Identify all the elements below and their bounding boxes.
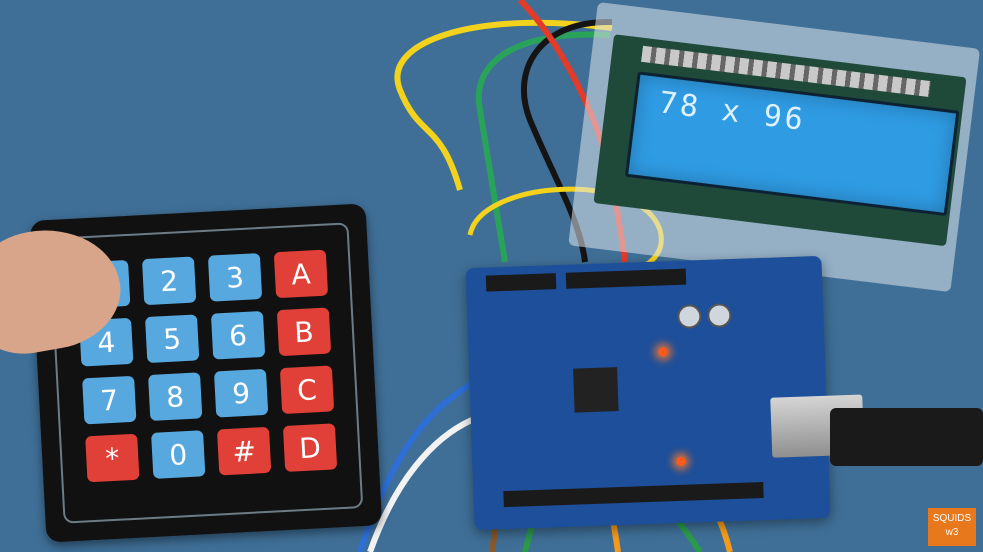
capacitor bbox=[676, 304, 702, 329]
watermark-line2: w3 bbox=[945, 527, 959, 538]
analog-header bbox=[485, 273, 557, 292]
lcd-board: 78 x 96 bbox=[593, 34, 967, 247]
keypad-key[interactable]: 5 bbox=[144, 314, 200, 364]
keypad-key[interactable]: D bbox=[282, 423, 338, 472]
keypad-key[interactable]: # bbox=[216, 426, 272, 476]
keypad-key[interactable]: 8 bbox=[148, 372, 203, 421]
keypad-key[interactable]: * bbox=[85, 433, 140, 483]
keypad-key[interactable]: 0 bbox=[151, 430, 206, 479]
keypad-key[interactable]: A bbox=[273, 249, 329, 299]
keypad-key[interactable]: C bbox=[279, 365, 335, 415]
watermark-line1: SQUIDS bbox=[932, 513, 972, 524]
rx-led bbox=[676, 456, 686, 467]
keypad-key[interactable]: 3 bbox=[207, 253, 263, 302]
power-led bbox=[658, 347, 668, 357]
lcd-module: 78 x 96 bbox=[568, 2, 981, 293]
arduino-board bbox=[465, 255, 865, 531]
keypad-key[interactable]: 7 bbox=[82, 375, 137, 425]
usb-cable bbox=[830, 408, 983, 466]
capacitor bbox=[706, 303, 732, 328]
keypad-key[interactable]: 9 bbox=[213, 368, 269, 418]
keypad-key[interactable]: B bbox=[276, 307, 332, 357]
power-header bbox=[565, 268, 687, 289]
keypad-key[interactable]: 6 bbox=[210, 310, 266, 360]
digital-header bbox=[503, 482, 764, 508]
lcd-display-text: 78 x 96 bbox=[657, 85, 808, 139]
keypad-key[interactable]: 2 bbox=[141, 256, 197, 306]
microcontroller-chip bbox=[573, 367, 619, 413]
channel-watermark: SQUIDS w3 bbox=[928, 508, 976, 546]
